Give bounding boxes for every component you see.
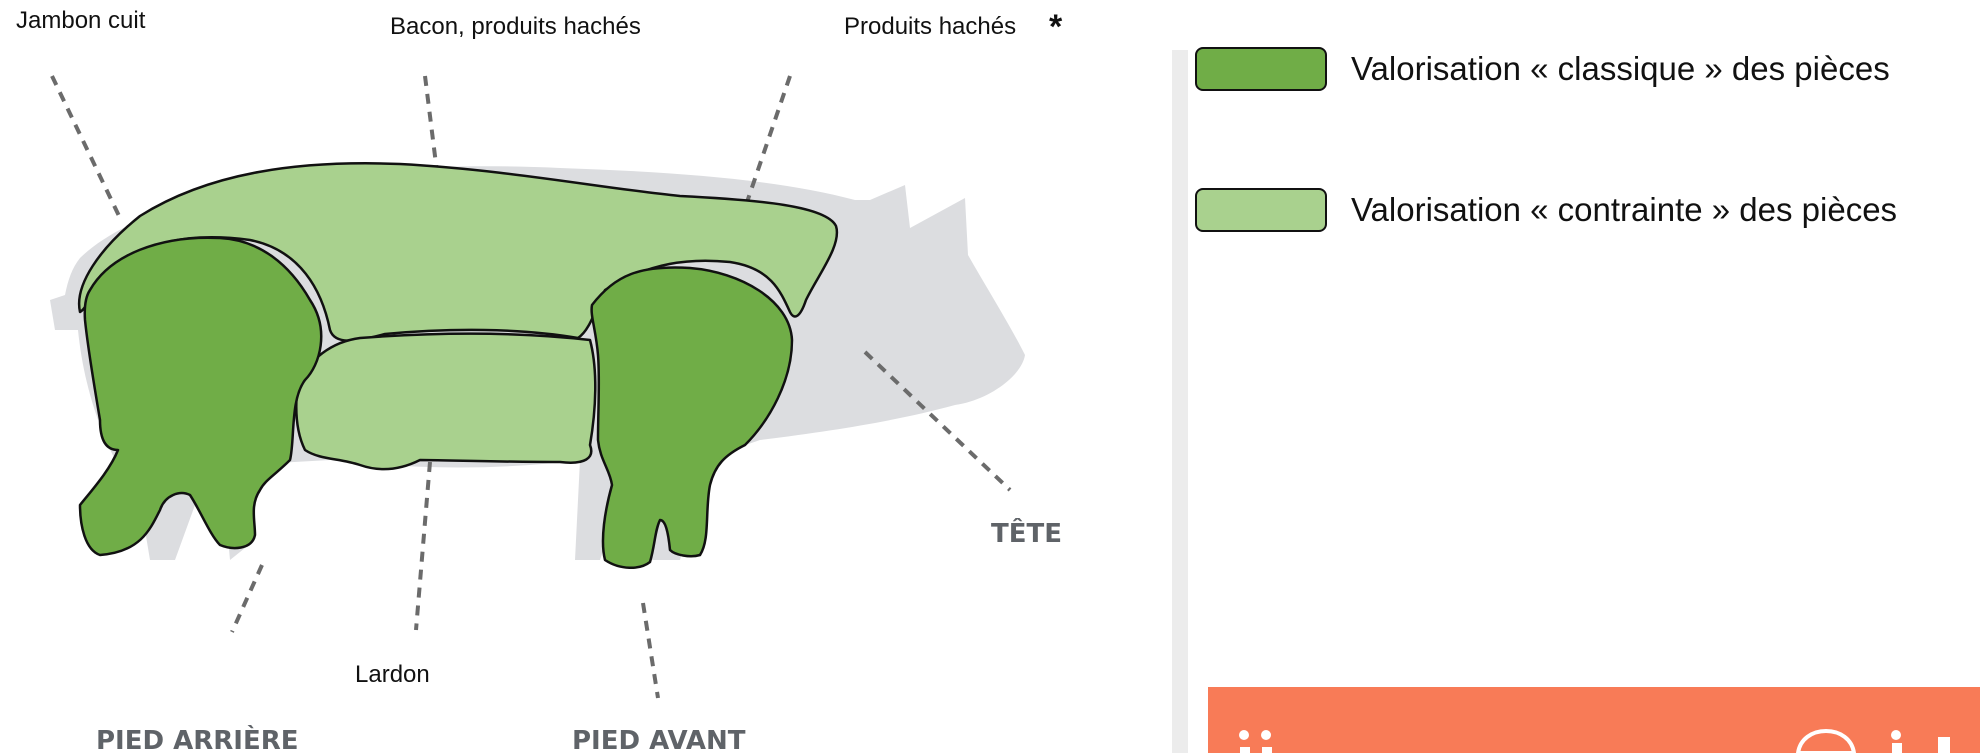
legend-swatch-light-green (1195, 188, 1327, 232)
pig-cuts-diagram: Jambon cuit Bacon, produits hachés Produ… (16, 7, 1063, 753)
label-pied-avant: PIED AVANT (572, 726, 746, 753)
label-bacon-produits-haches: Bacon, produits hachés (390, 13, 641, 40)
cut-pied-avant-classique (590, 266, 794, 569)
legend-item-contrainte: Valorisation « contrainte » des pièces (1195, 188, 1897, 232)
leader-lines (50, 75, 1012, 699)
cut-lardon (295, 332, 597, 471)
legend-item-classique: Valorisation « classique » des pièces (1195, 47, 1890, 91)
leader-produits (744, 75, 792, 206)
label-tete: TÊTE (991, 517, 1062, 549)
legend-label-contrainte: Valorisation « contrainte » des pièces (1351, 191, 1898, 228)
legend-label-classique: Valorisation « classique » des pièces (1351, 50, 1890, 87)
orange-banner (1208, 687, 1980, 753)
divider-bar (1172, 50, 1188, 753)
cut-bacon-produits-haches (77, 162, 839, 342)
legend-swatch-dark-green (1195, 47, 1327, 91)
leader-pied-arriere (230, 564, 264, 633)
pig-cuts (77, 162, 839, 569)
label-lardon: Lardon (355, 661, 430, 688)
leader-bacon (423, 75, 439, 173)
leader-pied-avant (641, 602, 660, 699)
label-jambon-cuit: Jambon cuit (16, 7, 146, 34)
leader-tete (863, 350, 1012, 492)
leader-lardon (414, 461, 432, 631)
leader-jambon (50, 75, 122, 219)
label-produits-haches: Produits hachés (844, 13, 1016, 40)
label-pied-arriere: PIED ARRIÈRE (96, 724, 299, 753)
cut-jambon-cuit (78, 236, 323, 557)
asterisk-note: * (1049, 8, 1063, 46)
